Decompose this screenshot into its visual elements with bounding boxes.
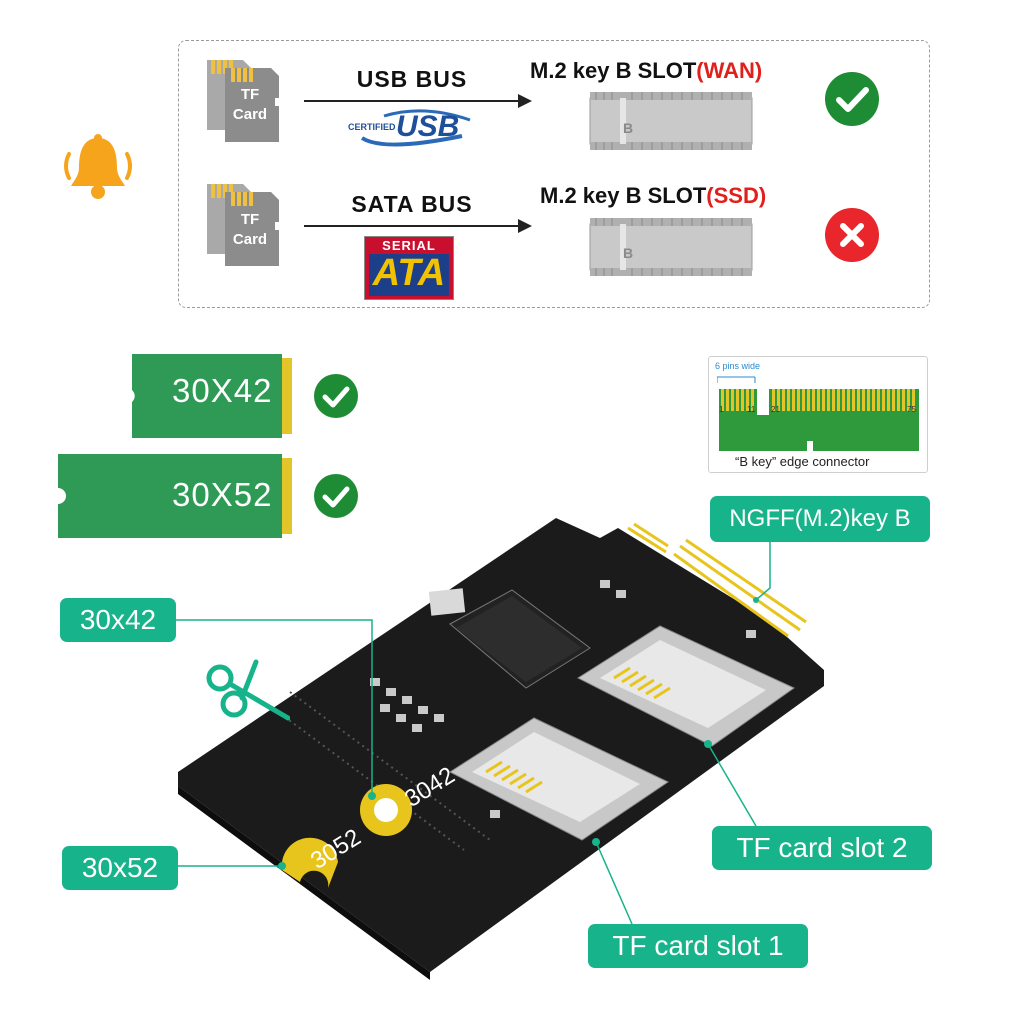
callout-hole-3052: 30x52 (62, 846, 178, 890)
sata-logo-small-text: SERIAL (382, 238, 436, 253)
pins-wide-label: 6 pins wide (715, 361, 761, 371)
bus-label: SATA BUS (351, 191, 473, 217)
pin-number: 1 (719, 405, 724, 414)
arrow-right-icon (304, 219, 532, 233)
bus-label: USB BUS (356, 66, 468, 92)
size-card-label: 30X42 (172, 372, 273, 409)
usb-logo-big-text: USB (396, 110, 460, 143)
b-key-caption: “B key” edge connector (735, 454, 870, 469)
edge-connector-icon (717, 376, 919, 451)
slot-letter: B (623, 245, 634, 261)
adapter-board-image (178, 518, 824, 980)
tf-card-label: TF Card (224, 210, 276, 250)
tf-card-label: TF Card (224, 85, 276, 125)
slot-title: M.2 key B SLOT(SSD) (540, 183, 766, 209)
m2-slot-icon (589, 218, 753, 276)
scissors-icon (206, 659, 290, 721)
arrow-right-icon (304, 94, 532, 108)
bell-icon (64, 134, 132, 199)
slot-letter: B (623, 120, 634, 136)
check-icon (314, 474, 358, 518)
compatibility-panel (178, 40, 930, 308)
usb-logo-small-text: CERTIFIED (348, 122, 396, 132)
pin-number: 11 (747, 405, 756, 414)
b-key-diagram: 6 pins wide 1 11 21 75 “B key” edge conn… (708, 356, 928, 473)
slot-title-main: M.2 key B SLOT (540, 183, 707, 208)
callout-ngff: NGFF(M.2)key B (710, 496, 930, 542)
usb-logo: CERTIFIED USB (344, 108, 474, 150)
m2-slot-icon (589, 92, 753, 150)
slot-title: M.2 key B SLOT(WAN) (530, 58, 762, 84)
size-card-label: 30X52 (172, 476, 273, 513)
slot-title-main: M.2 key B SLOT (530, 58, 697, 83)
pin-number: 75 (907, 405, 916, 414)
tf-card-label-line1: TF (240, 211, 260, 228)
tf-card-label-line1: TF (240, 86, 260, 103)
serial-ata-logo: SERIAL ATA (364, 236, 454, 300)
tf-card-icon (207, 60, 279, 142)
sata-logo-big-text: ATA (372, 252, 446, 294)
check-icon (314, 374, 358, 418)
pin-number: 21 (771, 405, 780, 414)
tf-card-icon (207, 184, 279, 266)
check-icon (825, 72, 879, 126)
cross-icon (825, 208, 879, 262)
tf-card-label-line2: Card (232, 106, 268, 123)
callout-tf-slot-1: TF card slot 1 (588, 924, 808, 968)
slot-title-highlight: (SSD) (706, 183, 767, 208)
tf-card-label-line2: Card (232, 231, 268, 248)
slot-title-highlight: (WAN) (696, 58, 763, 83)
callout-hole-3042: 30x42 (60, 598, 176, 642)
callout-tf-slot-2: TF card slot 2 (712, 826, 932, 870)
